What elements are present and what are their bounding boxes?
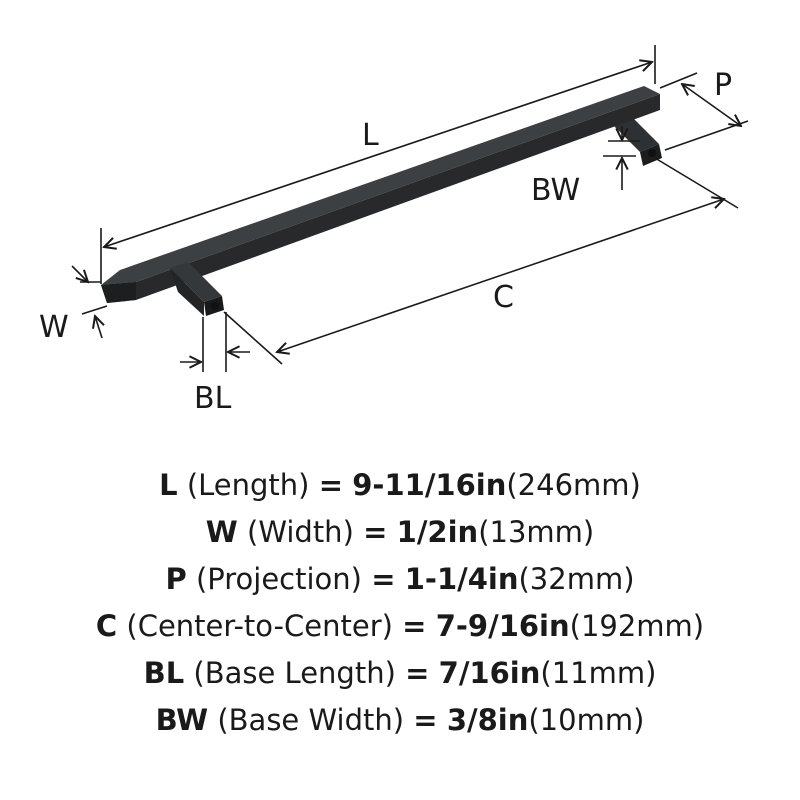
spec-projection: P (Projection) = 1-1/4in(32mm): [0, 556, 800, 603]
spec-abbr: W: [205, 515, 238, 549]
spec-metric: (10mm): [528, 703, 645, 737]
c-ext-left: [223, 311, 283, 365]
spec-imperial: 1/2in: [396, 515, 479, 549]
spec-list: L (Length) = 9-11/16in(246mm) W (Width) …: [0, 462, 800, 744]
spec-imperial: 3/8in: [446, 703, 529, 737]
spec-metric: (13mm): [478, 515, 595, 549]
spec-name: (Width): [247, 515, 354, 549]
spec-eq: =: [363, 515, 388, 549]
l-dim-line: [104, 62, 652, 247]
spec-name: (Base Width): [217, 703, 405, 737]
spec-eq: =: [318, 468, 344, 502]
spec-base-width: BW (Base Width) = 3/8in(10mm): [0, 697, 800, 744]
label-l: L: [362, 118, 379, 153]
spec-width: W (Width) = 1/2in(13mm): [0, 509, 800, 556]
right-post-thread: [648, 149, 656, 157]
spec-metric: (192mm): [569, 609, 705, 643]
spec-eq: =: [413, 703, 438, 737]
label-p: P: [714, 68, 732, 103]
spec-name: (Projection): [195, 562, 362, 596]
spec-abbr: BL: [143, 656, 185, 690]
label-bl: BL: [194, 381, 232, 416]
spec-abbr: BW: [155, 703, 209, 737]
label-c: C: [493, 280, 514, 315]
spec-abbr: P: [165, 562, 187, 596]
w-ext-bottom: [81, 305, 108, 315]
spec-length: L (Length) = 9-11/16in(246mm): [0, 462, 800, 509]
spec-name: (Center-to-Center): [126, 609, 393, 643]
c-dim-line: [277, 199, 724, 352]
spec-name: (Length): [186, 468, 310, 502]
spec-metric: (11mm): [540, 656, 657, 690]
p-ext-2: [664, 120, 749, 151]
spec-metric: (32mm): [518, 562, 635, 596]
spec-imperial: 9-11/16in: [352, 468, 507, 502]
left-post-front: [170, 268, 204, 316]
label-bw: BW: [531, 173, 580, 208]
w-arrow-top: [71, 265, 88, 282]
spec-name: (Base Length): [193, 656, 396, 690]
spec-abbr: C: [95, 609, 118, 643]
w-arrow-bottom: [95, 316, 102, 339]
spec-imperial: 7-9/16in: [435, 609, 570, 643]
spec-eq: =: [405, 656, 430, 690]
p-ext-1: [659, 72, 698, 89]
bar-end-cap: [101, 282, 136, 303]
dimension-lines: [71, 45, 749, 372]
spec-imperial: 1-1/4in: [404, 562, 519, 596]
left-post-top: [170, 262, 222, 302]
spec-eq: =: [402, 609, 427, 643]
left-post-thread: [211, 302, 219, 310]
spec-eq: =: [371, 562, 396, 596]
spec-center-to-center: C (Center-to-Center) = 7-9/16in(192mm): [0, 603, 800, 650]
spec-imperial: 7/16in: [438, 656, 541, 690]
label-w: W: [39, 310, 69, 345]
spec-abbr: L: [159, 468, 178, 502]
spec-metric: (246mm): [506, 468, 641, 502]
p-dim-line: [682, 84, 741, 126]
c-ext-right: [654, 157, 739, 209]
spec-base-length: BL (Base Length) = 7/16in(11mm): [0, 650, 800, 697]
